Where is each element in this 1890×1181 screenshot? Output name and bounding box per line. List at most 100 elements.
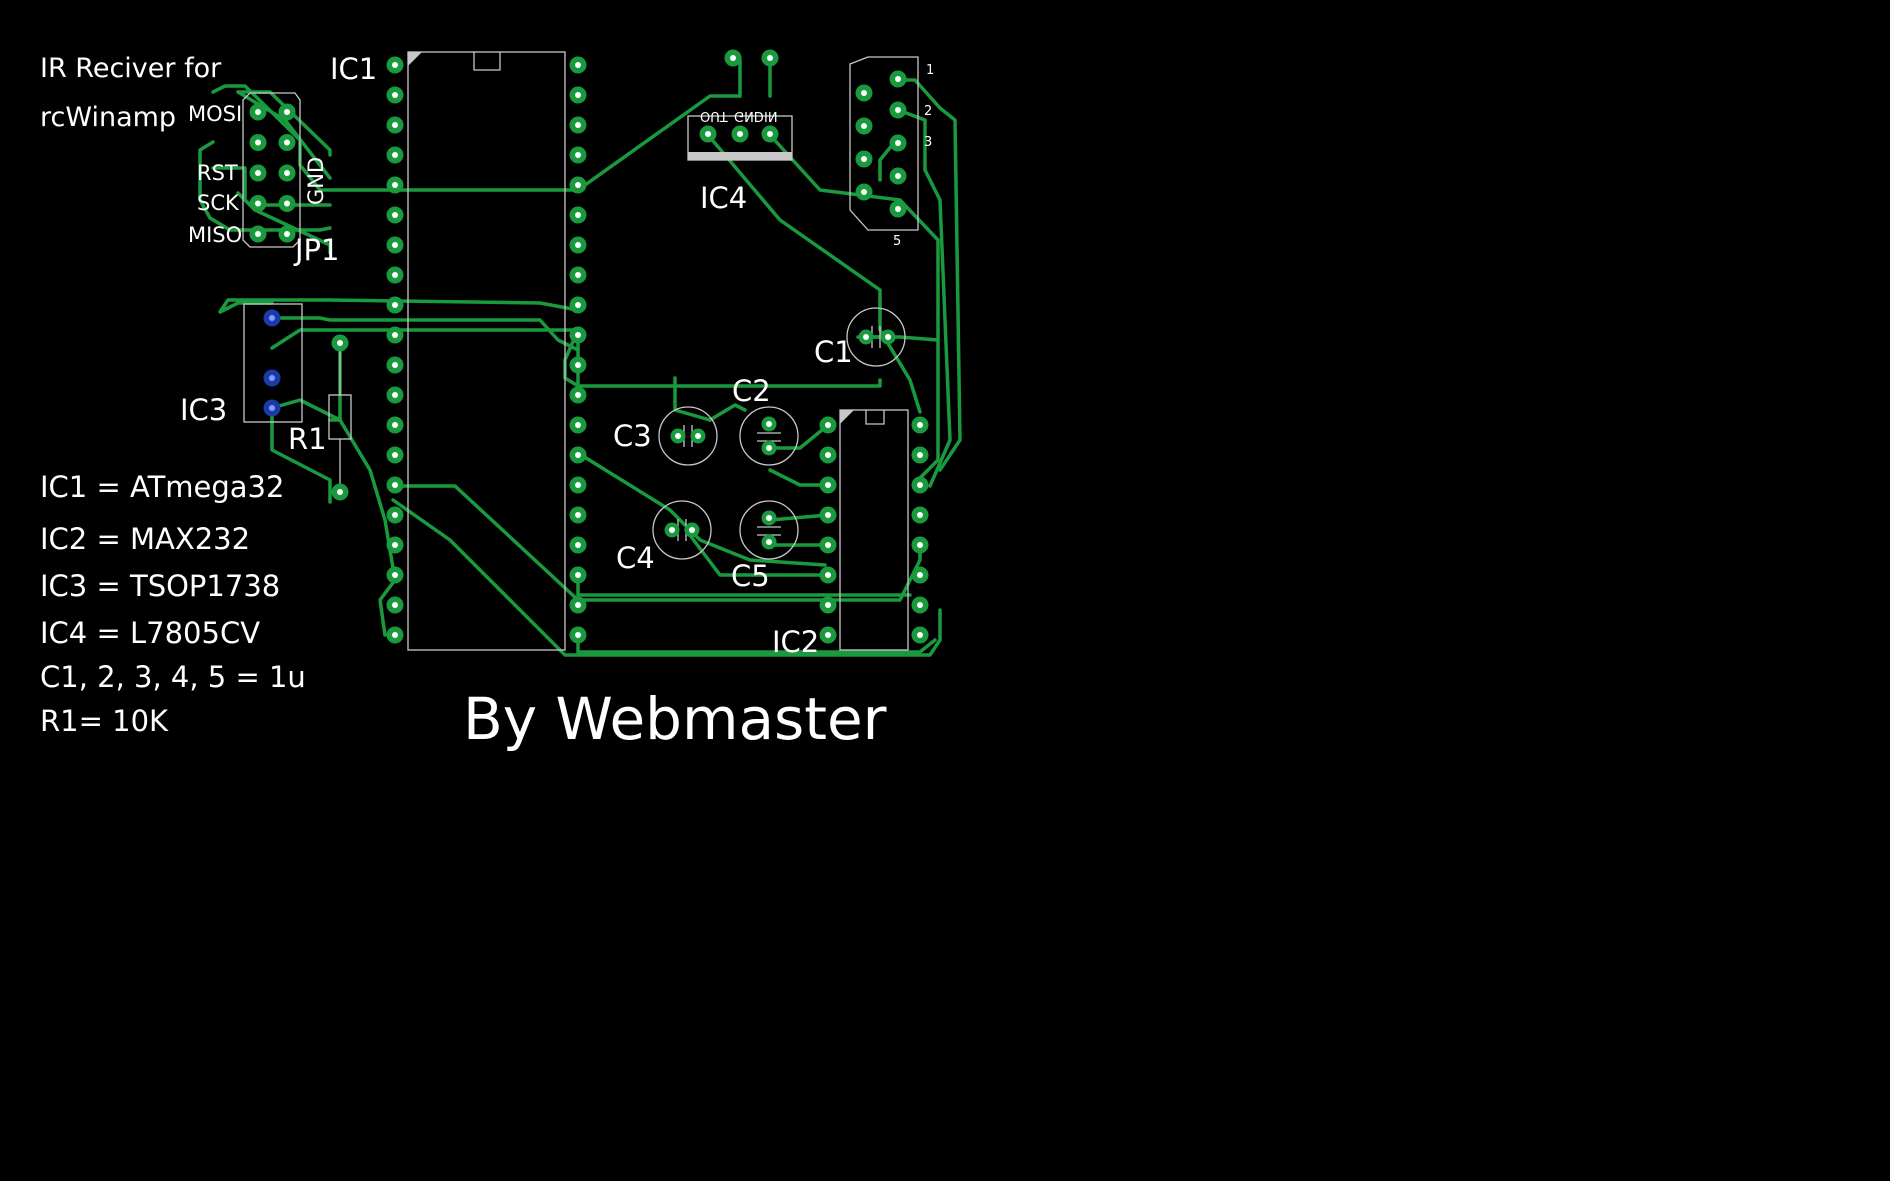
ic1-pin-pad-hole: [575, 242, 581, 248]
ic2-pin-pad-hole: [825, 542, 831, 548]
jp1-mosi-label: MOSI: [188, 102, 242, 126]
ic1-pin-pad-hole: [392, 242, 398, 248]
capacitor-pad-hole: [863, 334, 869, 340]
jp1-pin-pad-hole: [255, 170, 261, 176]
ic1-pin-pad-hole: [575, 302, 581, 308]
legend-line-4: IC4 = L7805CV: [40, 616, 260, 650]
c3-outline: [658, 406, 718, 466]
ic3-label: IC3: [180, 393, 227, 427]
c2-outline: [739, 406, 799, 466]
ic2-pin-pad-hole: [825, 602, 831, 608]
ic2-pin-pad-hole: [917, 482, 923, 488]
jp1-miso-label: MISO: [188, 223, 242, 247]
jp1-pin-pad-hole: [255, 139, 261, 146]
ic1-pin-pad-hole: [575, 272, 581, 278]
ic1-pin-pad-hole: [392, 542, 398, 548]
jp1-pin-pad-hole: [284, 139, 290, 146]
jp1-pin-pad-hole: [255, 109, 261, 115]
ic4-pin-pad-hole: [767, 131, 773, 137]
ic4-gnd-label: GND: [734, 108, 764, 123]
c1-label: C1: [814, 335, 853, 369]
capacitor-pad-hole: [689, 527, 695, 533]
ic1-pin-pad-hole: [575, 452, 581, 458]
power-input-pad-hole: [767, 55, 773, 61]
connector-pin-5-label: 5: [893, 234, 901, 249]
c5-outline: [739, 500, 799, 560]
ic1-pin-pad-hole: [575, 62, 581, 68]
legend-line-3: IC3 = TSOP1738: [40, 569, 280, 603]
connector-pin-2-label: 2: [924, 104, 932, 119]
serial-connector-pad-hole: [895, 140, 901, 146]
jp1-pin-pad-hole: [284, 109, 290, 115]
connector-pin-1-label: 1: [926, 63, 934, 78]
ic2-pin-pad-hole: [917, 452, 923, 458]
capacitor-pad-hole: [766, 539, 772, 545]
serial-connector-pad-hole: [861, 123, 867, 129]
ic1-pin-pad-hole: [575, 602, 581, 608]
ic1-pin-pad-hole: [575, 212, 581, 218]
c2-label: C2: [732, 374, 771, 408]
component-outlines: [242, 51, 919, 651]
title-line-2: rcWinamp: [40, 102, 176, 133]
ic3-pin-pad-hole: [269, 315, 275, 321]
ic2-pin-pad-hole: [825, 482, 831, 488]
ic1-pin-pad-hole: [392, 392, 398, 398]
ic1-pin-pad-hole: [392, 632, 398, 638]
c4-label: C4: [616, 541, 655, 575]
r1-pin-pad-hole: [337, 340, 343, 346]
jp1-pin-pad-hole: [255, 231, 261, 237]
ic3-pin-pad-hole: [269, 375, 275, 381]
ic2-label: IC2: [772, 625, 819, 659]
ic2-pin-pad-hole: [917, 602, 923, 608]
serial-connector-pad-hole: [861, 189, 867, 195]
ic1-pin-pad-hole: [575, 332, 581, 338]
ic1-pin-pad-hole: [392, 452, 398, 458]
c4-outline: [652, 500, 712, 560]
ic1-pin-pad-hole: [392, 62, 398, 68]
ic1-pin-pad-hole: [392, 422, 398, 428]
ic1-pin-pad-hole: [392, 122, 398, 128]
capacitor-pad-hole: [669, 527, 675, 533]
jp1-rst-label: RST: [197, 161, 238, 185]
ic1-pin-pad-hole: [392, 92, 398, 98]
ic1-pin-pad-hole: [575, 182, 581, 188]
legend-line-6: R1= 10K: [40, 704, 169, 738]
serial-connector-pad-hole: [895, 173, 901, 179]
capacitor-pad-hole: [766, 515, 772, 521]
ic1-pin-pad-hole: [392, 332, 398, 338]
ic1-pin-pad-hole: [575, 572, 581, 578]
ic1-pin-pad-hole: [392, 602, 398, 608]
ic1-pin-pad-hole: [392, 212, 398, 218]
ic2-pin-pad-hole: [917, 632, 923, 638]
legend-line-1: IC1 = ATmega32: [40, 470, 284, 504]
ic1-outline: [407, 51, 566, 651]
jp1-gnd-label: GND: [304, 157, 328, 205]
capacitor-pad-hole: [885, 334, 891, 340]
ic1-label: IC1: [330, 52, 377, 86]
ic1-pin-pad-hole: [575, 362, 581, 368]
ic1-pin-pad-hole: [392, 152, 398, 158]
jp1-sck-label: SCK: [197, 191, 240, 215]
ic1-pin-pad-hole: [575, 512, 581, 518]
copper-traces: [198, 58, 962, 657]
ic1-pin-pad-hole: [575, 482, 581, 488]
r1-pin-pad-hole: [337, 489, 343, 495]
jp1-pin-pad-hole: [284, 231, 290, 237]
capacitor-pad-hole: [675, 433, 681, 439]
ic2-pin-pad-hole: [825, 512, 831, 518]
ic1-pin-pad-hole: [575, 632, 581, 638]
power-input-pad-hole: [730, 55, 736, 61]
c1-outline: [846, 307, 906, 367]
capacitor-pad-hole: [766, 445, 772, 451]
ic4-in-label: IN: [764, 108, 778, 123]
c5-label: C5: [731, 559, 770, 593]
pads: [249, 49, 929, 644]
ic2-pin-pad-hole: [825, 572, 831, 578]
c3-label: C3: [613, 419, 652, 453]
ic2-outline: [839, 409, 909, 651]
ic1-pin-pad-hole: [575, 152, 581, 158]
ic2-pin-pad-hole: [917, 542, 923, 548]
ic1-pin-pad-hole: [575, 392, 581, 398]
serial-connector-pad-hole: [895, 107, 901, 113]
